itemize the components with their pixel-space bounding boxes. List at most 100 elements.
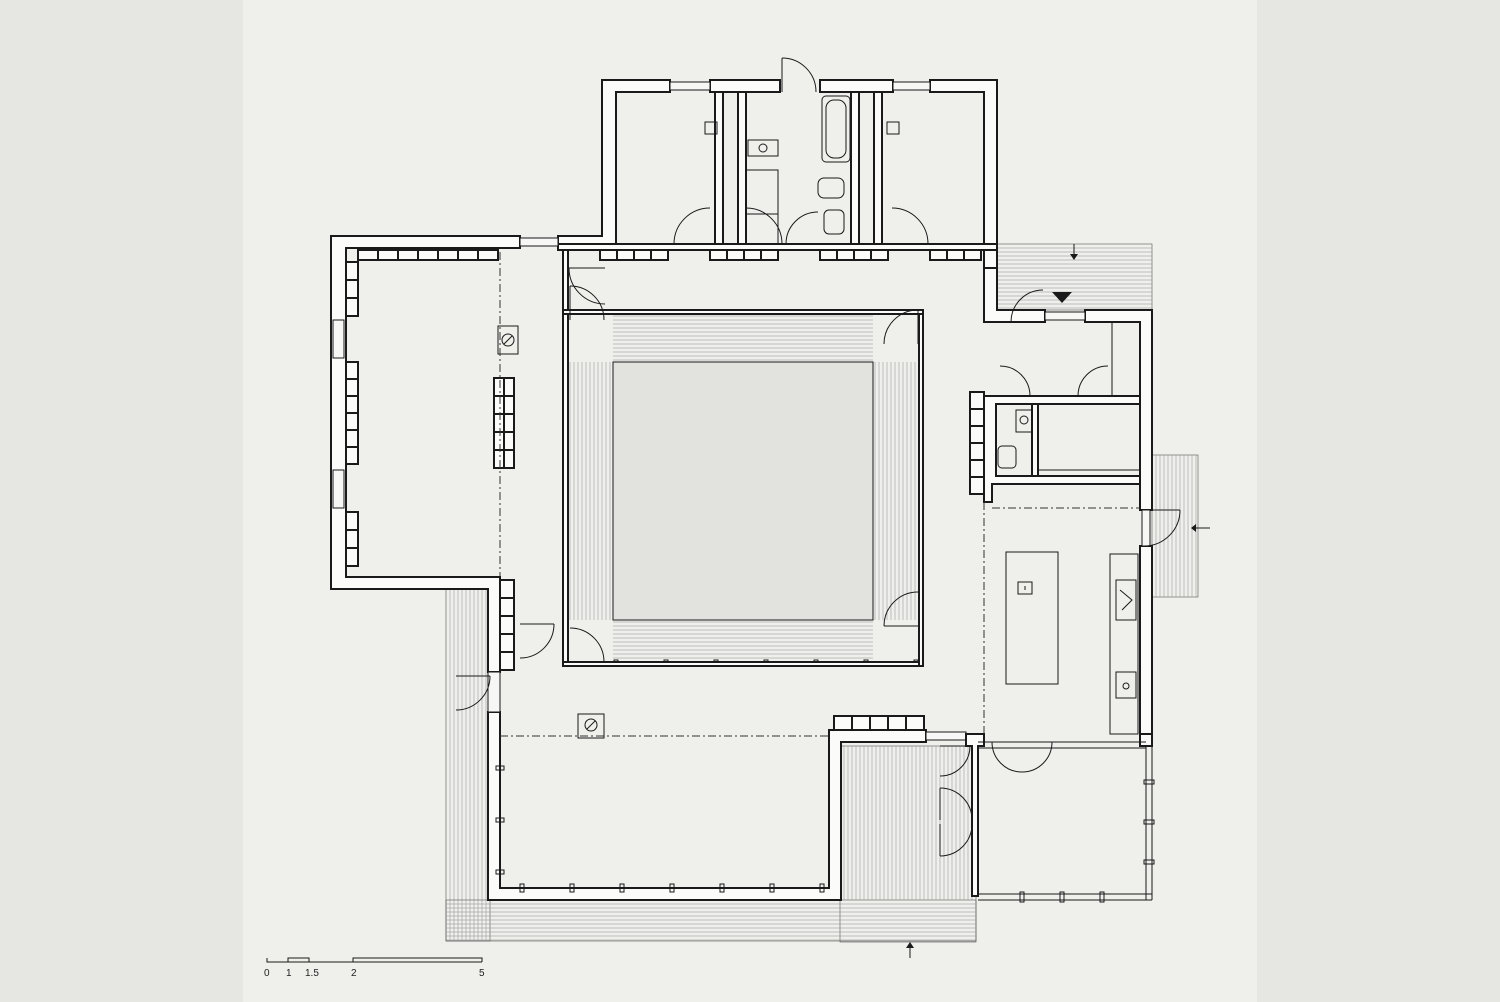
door-arc [939, 745, 971, 777]
shelf-module [969, 476, 985, 495]
shelf-module [345, 297, 359, 317]
shelf-module [345, 446, 359, 465]
post [569, 883, 575, 893]
post [1019, 891, 1025, 903]
shelf-module [499, 615, 515, 635]
shelf-module [357, 249, 379, 261]
shelf-module [870, 249, 889, 261]
shelf-module [633, 249, 652, 261]
door-arc [1077, 365, 1109, 397]
south-wing [487, 579, 1155, 958]
shelf-module [853, 249, 872, 261]
shelf-module [503, 395, 515, 415]
shelf-module [417, 249, 439, 261]
shelf-module [345, 378, 359, 397]
shelf-module [477, 249, 499, 261]
shelf-module [869, 715, 889, 731]
post [1099, 891, 1105, 903]
door-arc [939, 823, 973, 857]
shelf-module [503, 431, 515, 451]
door-arc [883, 591, 919, 627]
shelf-module [819, 249, 838, 261]
scale-label-1-5: 1.5 [305, 968, 319, 979]
shelf-module [345, 395, 359, 414]
door-arc [991, 741, 1023, 773]
shelf-module [345, 412, 359, 431]
shelf-module [709, 249, 728, 261]
door-arc [1143, 509, 1181, 547]
shelf-module [493, 413, 505, 433]
shelf-module [457, 249, 479, 261]
shelf-module [946, 249, 965, 261]
shelf-module [503, 449, 515, 469]
door-swings [455, 57, 1181, 857]
post [719, 883, 725, 893]
deck-north-east [995, 243, 1153, 311]
shelf-module [851, 715, 871, 731]
post [1143, 819, 1155, 825]
door-arc [519, 623, 555, 659]
shelf-module [345, 529, 359, 549]
door-arc [455, 675, 491, 711]
shelf-module [503, 413, 515, 433]
post [1143, 779, 1155, 785]
door-arc [939, 787, 973, 821]
shelf-module [833, 715, 853, 731]
shelf-module [345, 279, 359, 299]
door-arc [1021, 741, 1053, 773]
door-arc [569, 627, 605, 663]
shelf-module [726, 249, 745, 261]
door-arc [785, 211, 819, 245]
shelf-module [969, 391, 985, 410]
door-arc [999, 365, 1031, 397]
door-arc [891, 207, 929, 245]
door-arc [781, 57, 817, 93]
post [1059, 891, 1065, 903]
shelf-module [616, 249, 635, 261]
courtyard [563, 309, 924, 665]
door-arc [568, 267, 606, 305]
shelf-module [493, 449, 505, 469]
shelf-module [969, 459, 985, 478]
door-arc [673, 207, 711, 245]
scale-bar: 0 1 1.5 2 5 [264, 957, 485, 979]
east-wing [969, 244, 1210, 743]
door-arc [1010, 289, 1044, 323]
shelf-module [345, 361, 359, 380]
shelf-module [503, 377, 515, 397]
shelf-module [499, 651, 515, 671]
shelf-module [905, 715, 925, 731]
post [495, 817, 505, 823]
deck-south-west [445, 587, 491, 942]
shelf-module [760, 249, 779, 261]
shelf-module [493, 431, 505, 451]
scale-label-5: 5 [479, 968, 485, 979]
shelf-module [345, 547, 359, 567]
courtyard-garden [612, 361, 874, 621]
shelf-module [493, 395, 505, 415]
west-wing [330, 235, 521, 673]
shelf-module [499, 597, 515, 617]
door-arc [883, 309, 919, 345]
door-arc [745, 207, 783, 245]
shelf-module [963, 249, 982, 261]
shelf-module [969, 425, 985, 444]
shelf-module [397, 249, 419, 261]
shelf-module [345, 429, 359, 448]
shelf-module [887, 715, 907, 731]
post [619, 883, 625, 893]
shelf-module [499, 633, 515, 653]
shelf-module [836, 249, 855, 261]
shelf-module [493, 377, 505, 397]
north-wing [519, 79, 998, 297]
shelf-module [650, 249, 669, 261]
shelf-module [743, 249, 762, 261]
shelf-module [345, 511, 359, 531]
shelf-module [969, 408, 985, 427]
post [669, 883, 675, 893]
post [495, 869, 505, 875]
shelf-module [969, 442, 985, 461]
scale-label-1: 1 [286, 968, 292, 979]
cloister-walls [562, 249, 924, 667]
